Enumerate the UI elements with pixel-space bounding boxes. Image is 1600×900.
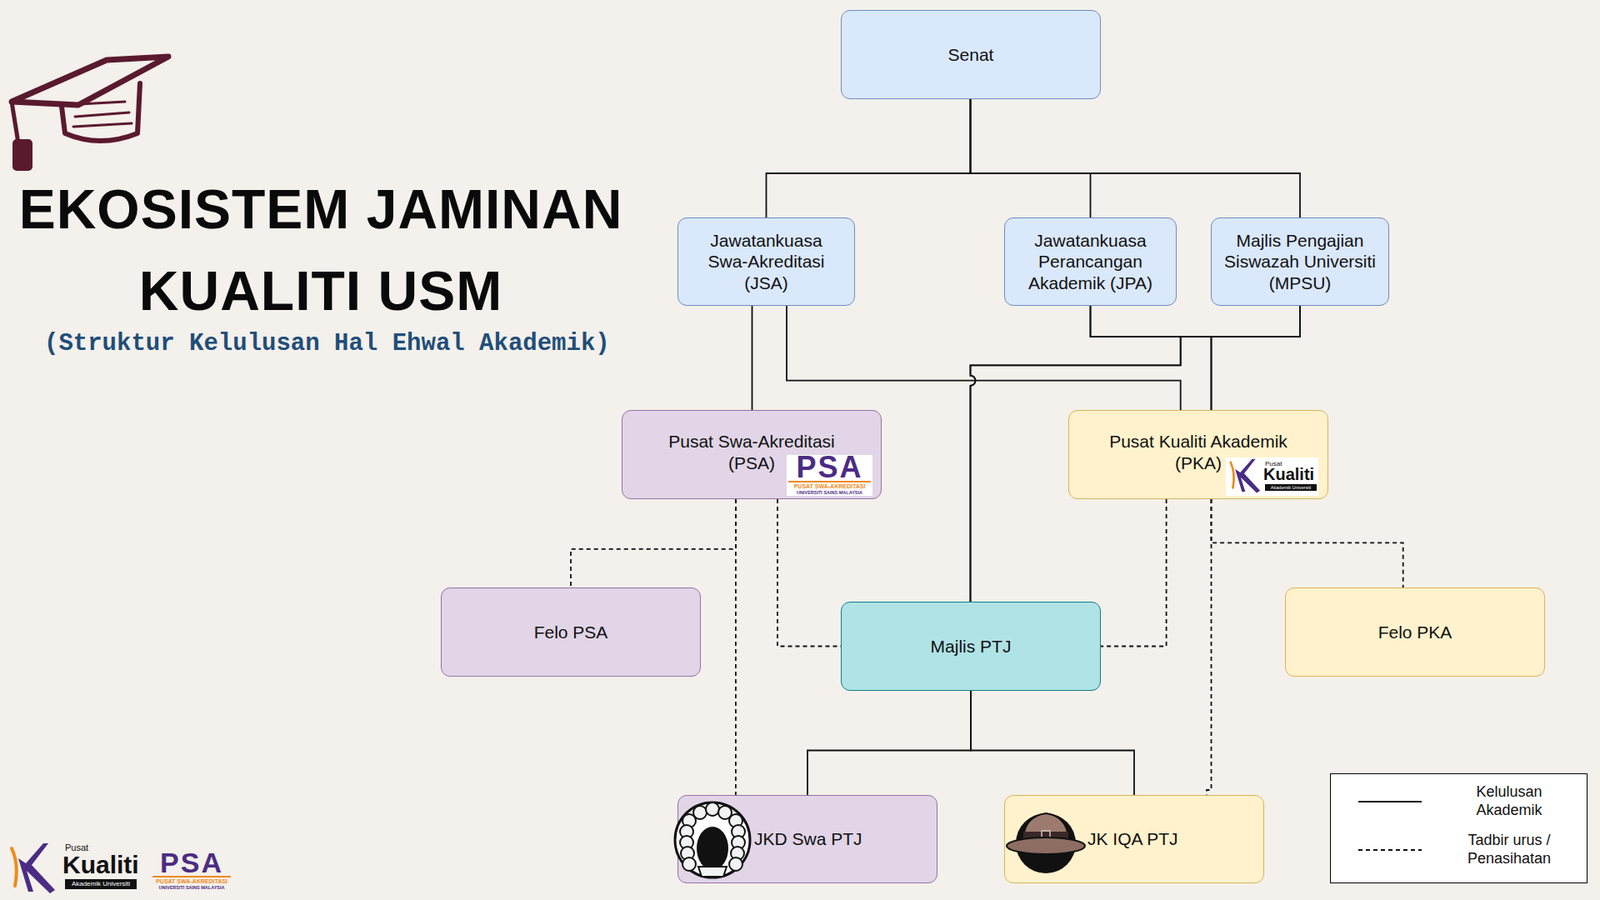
committee-box: Jawatankuasa Swa-Akreditasi (JSA) bbox=[677, 217, 855, 306]
logo-text: PUSAT SWA-AKREDITASI bbox=[150, 878, 233, 885]
legend-text: Tadbir urus / Penasihatan bbox=[1460, 827, 1559, 873]
approval-line bbox=[807, 690, 971, 795]
logo-text: UNIVERSITI SAINS MALAYSIA bbox=[786, 490, 873, 496]
node-text: Majlis PTJ bbox=[930, 635, 1012, 658]
subtitle: (Struktur Kelulusan Hal Ehwal Akademik) bbox=[44, 328, 610, 360]
node-text: Jawatankuasa Perancangan Akademik (JPA) bbox=[1020, 230, 1162, 295]
approval-line bbox=[766, 99, 971, 218]
council-box: Majlis PTJ bbox=[840, 601, 1101, 691]
council-box: Majlis Pengajian Siswazah Universiti (MP… bbox=[1210, 217, 1390, 306]
committee-box: Jawatankuasa Perancangan Akademik (JPA) bbox=[1004, 217, 1177, 306]
approval-line bbox=[970, 99, 1301, 218]
node-text: JKD Swa PTJ bbox=[754, 828, 863, 850]
logo-text: Akademik Universiti bbox=[1265, 484, 1317, 491]
approval-line bbox=[786, 305, 1181, 410]
legend-line-sample bbox=[1355, 827, 1425, 873]
senate-box: Senat bbox=[840, 10, 1101, 100]
node-text: Majlis Pengajian Siswazah Universiti (MP… bbox=[1216, 230, 1384, 295]
legend-box: Kelulusan AkademikTadbir urus / Penasiha… bbox=[1330, 773, 1588, 884]
approval-line bbox=[1211, 305, 1301, 410]
approval-line bbox=[751, 305, 754, 410]
fellow-box: Felo PSA bbox=[440, 587, 701, 677]
advisory-line bbox=[1100, 499, 1167, 647]
legend-item: Tadbir urus / Penasihatan bbox=[1330, 827, 1587, 873]
advisory-line bbox=[735, 499, 737, 795]
approval-line bbox=[1090, 305, 1212, 410]
logo-text: Akademik Universiti bbox=[65, 879, 137, 890]
logo-text: UNIVERSITI SAINS MALAYSIA bbox=[150, 885, 233, 891]
advisory-line bbox=[1211, 499, 1404, 588]
advisory-line bbox=[570, 499, 736, 588]
logo-text: PSA bbox=[786, 452, 873, 483]
logo-text: PSA bbox=[150, 848, 233, 877]
node-text: JK IQA PTJ bbox=[1087, 828, 1179, 850]
logo-text: Kualiti bbox=[62, 851, 140, 878]
legend-line-sample bbox=[1355, 779, 1425, 825]
legend-item: Kelulusan Akademik bbox=[1330, 779, 1587, 825]
legend-line bbox=[1358, 849, 1422, 851]
committee-box: JKD Swa PTJ bbox=[677, 795, 938, 884]
node-text: Felo PSA bbox=[534, 621, 609, 644]
node-text: Felo PKA bbox=[1378, 621, 1453, 644]
approval-line bbox=[970, 99, 1091, 218]
advisory-line bbox=[1206, 499, 1212, 795]
logo-text: Kualiti bbox=[1263, 465, 1315, 484]
approval-line bbox=[970, 690, 1135, 795]
fellow-box: Felo PKA bbox=[1285, 587, 1545, 677]
diagram-title: EKOSISTEM JAMINAN KUALITI USM bbox=[4, 168, 638, 332]
node-text: Jawatankuasa Swa-Akreditasi (JSA) bbox=[695, 230, 838, 295]
graduation-cap-icon bbox=[11, 56, 169, 170]
node-text: Senat bbox=[948, 44, 995, 66]
logo-text: PUSAT SWA-AKREDITASI bbox=[786, 483, 873, 490]
legend-line bbox=[1358, 800, 1422, 803]
logo-mark bbox=[11, 843, 55, 894]
advisory-line bbox=[777, 499, 841, 647]
legend-text: Kelulusan Akademik bbox=[1460, 779, 1559, 825]
committee-box: JK IQA PTJ bbox=[1004, 795, 1265, 884]
